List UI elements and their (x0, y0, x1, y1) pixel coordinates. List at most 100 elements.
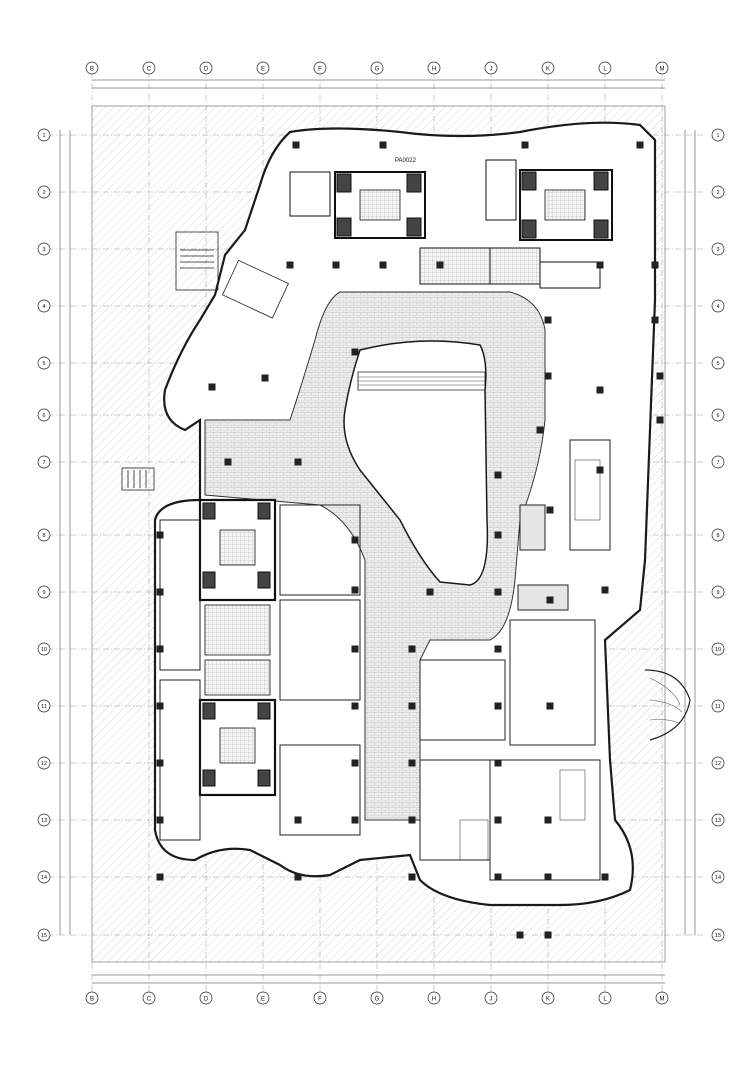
column-marker (294, 816, 302, 824)
grid-bubble-row (37, 128, 51, 142)
column-marker (332, 261, 340, 269)
grid-bubble-row-label: 14 (41, 875, 47, 881)
column-marker (408, 702, 416, 710)
grid-bubble-column (655, 991, 669, 1005)
column-marker (494, 759, 502, 767)
structural-columns (156, 141, 664, 939)
grid-bubble-row-label: 8 (42, 533, 45, 539)
core-west-upper (198, 498, 277, 656)
grid-bubble-column (199, 61, 213, 75)
column-marker (379, 141, 387, 149)
grid-bubble-row-label: 2 (42, 190, 45, 196)
grid-bubble-row (711, 185, 725, 199)
grid-bubble-column (142, 991, 156, 1005)
column-marker (208, 383, 216, 391)
dimension-lines (59, 79, 696, 984)
grid-bubble-row-label: 15 (41, 933, 47, 939)
grid-bubble-row (37, 242, 51, 256)
column-marker (379, 261, 387, 269)
grid-bubble-row-label: 7 (42, 460, 45, 466)
grid-bubble-column-label: M (660, 67, 665, 73)
grid-bubble-column-label: E (261, 67, 265, 73)
grid-bubble-column (541, 991, 555, 1005)
east-escalator (459, 459, 601, 861)
column-marker (294, 458, 302, 466)
grid-bubble-column-label: C (147, 67, 152, 73)
grid-bubble-row-label: 13 (715, 818, 721, 824)
grid-bubble-row (711, 128, 725, 142)
column-marker (408, 816, 416, 824)
north-west-stair (175, 231, 289, 319)
column-marker (408, 645, 416, 653)
grid-bubble-row-label: 9 (42, 590, 45, 596)
column-marker (156, 588, 164, 596)
column-marker (156, 702, 164, 710)
grid-bubble-column (598, 991, 612, 1005)
service-strip-north (419, 247, 601, 289)
column-marker (494, 702, 502, 710)
grid-bubble-row (711, 813, 725, 827)
grid-bubble-column-label: C (147, 997, 152, 1003)
grid-bubble-row (37, 585, 51, 599)
column-marker (351, 759, 359, 767)
grid-bubble-row (711, 242, 725, 256)
column-marker (224, 458, 232, 466)
column-marker (516, 931, 524, 939)
grid-bubble-row-label: 6 (716, 413, 719, 419)
column-marker (494, 816, 502, 824)
grid-bubble-row-label: 10 (715, 647, 721, 653)
grid-bubble-row (37, 756, 51, 770)
column-marker (286, 261, 294, 269)
grid-bubble-column (313, 991, 327, 1005)
grid-bubble-row (711, 528, 725, 542)
column-marker (651, 316, 659, 324)
grid-bubble-row (37, 928, 51, 942)
column-marker (436, 261, 444, 269)
grid-bubble-column (541, 61, 555, 75)
grid-bubble-column-label: D (204, 67, 209, 73)
grid-bubble-column (598, 61, 612, 75)
grid-bubble-column (142, 61, 156, 75)
column-marker (408, 873, 416, 881)
column-marker (656, 416, 664, 424)
grid-bubble-row (37, 408, 51, 422)
grid-bubble-row (711, 928, 725, 942)
grid-bubble-row-label: 12 (715, 761, 721, 767)
grid-bubble-column (256, 991, 270, 1005)
grid-bubble-column-label: B (90, 67, 94, 73)
grid-bubble-row-label: 6 (42, 413, 45, 419)
grid-bubble-row-label: 14 (715, 875, 721, 881)
grid-bubble-column (370, 991, 384, 1005)
column-marker (426, 588, 434, 596)
atrium-void (343, 340, 489, 586)
grid-bubble-row-label: 15 (715, 933, 721, 939)
grid-bubble-row (37, 870, 51, 884)
column-marker (651, 261, 659, 269)
grid-bubble-column-label: K (546, 67, 550, 73)
grid-bubble-column-label: E (261, 997, 265, 1003)
grid-bubble-column-label: H (432, 67, 436, 73)
grid-bubble-column (313, 61, 327, 75)
grid-bubble-column-label: L (603, 67, 607, 73)
grid-bubble-column-label: G (375, 67, 380, 73)
grid-bubble-column (85, 61, 99, 75)
column-marker (494, 588, 502, 596)
column-marker (494, 531, 502, 539)
column-marker (294, 873, 302, 881)
column-marker (156, 645, 164, 653)
column-marker (544, 816, 552, 824)
grid-bubble-row-label: 1 (42, 133, 45, 139)
column-marker (596, 466, 604, 474)
grid-bubble-row-label: 7 (716, 460, 719, 466)
core-west-lower (198, 659, 277, 797)
column-marker (544, 873, 552, 881)
grid-bubble-row-label: 8 (716, 533, 719, 539)
grid-bubble-column-label: G (375, 997, 380, 1003)
column-marker (546, 596, 554, 604)
grid-bubble-row-label: 3 (716, 247, 719, 253)
grid-bubble-row-label: 5 (716, 361, 719, 367)
grid-bubble-row-label: 9 (716, 590, 719, 596)
grid-bubble-row (711, 756, 725, 770)
grid-bubble-row (711, 870, 725, 884)
